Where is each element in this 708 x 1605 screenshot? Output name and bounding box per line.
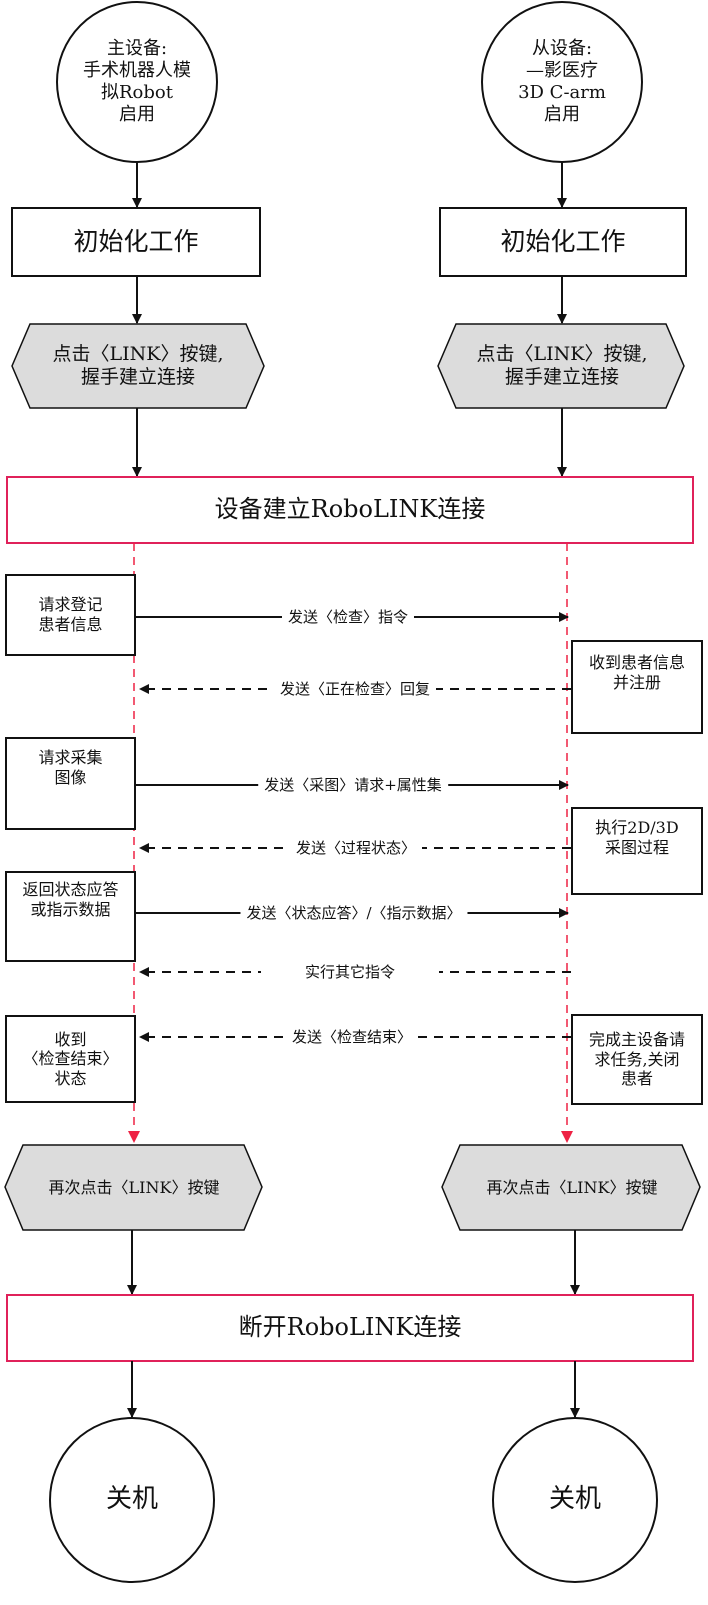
- establish-label: 设备建立RoboLINK连接: [214, 495, 486, 524]
- left-box-3: [5, 1015, 136, 1103]
- relink-hexagon-right: [441, 1144, 701, 1231]
- link-hexagon-left: [11, 323, 265, 409]
- disconnect-box: [6, 1294, 694, 1362]
- left-box-label-2: 返回状态应答 或指示数据: [22, 880, 119, 919]
- message-label-4: 发送〈状态应答〉/〈指示数据〉: [240, 903, 468, 923]
- establish-box: [6, 476, 694, 544]
- init-label-left: 初始化工作: [73, 226, 199, 256]
- start-label-left: 主设备: 手术机器人模 拟Robot 启用: [83, 38, 191, 125]
- message-label-0: 发送〈检查〉指令: [281, 607, 415, 627]
- left-box-label-1: 请求采集 图像: [38, 748, 103, 787]
- init-label-right: 初始化工作: [500, 226, 626, 256]
- right-box-1: [571, 807, 703, 895]
- right-box-2: [571, 1014, 703, 1105]
- relink-label-left: 再次点击〈LINK〉按键: [48, 1177, 220, 1197]
- left-box-0: [5, 574, 136, 656]
- end-label-right: 关机: [548, 1484, 601, 1515]
- end-label-left: 关机: [105, 1484, 158, 1515]
- right-box-label-1: 执行2D/3D 采图过程: [595, 818, 679, 857]
- left-box-1: [5, 737, 136, 830]
- start-label-right: 从设备: —影医疗 3D C-arm 启用: [518, 38, 606, 125]
- link-hexagon-right: [437, 323, 685, 409]
- message-label-1: 发送〈正在检查〉回复: [273, 679, 437, 699]
- message-label-3: 发送〈过程状态〉: [289, 838, 423, 858]
- disconnect-label: 断开RoboLINK连接: [238, 1313, 462, 1342]
- end-circle-left: [49, 1417, 215, 1583]
- link-label-left: 点击〈LINK〉按键, 握手建立连接: [52, 342, 224, 388]
- link-label-right: 点击〈LINK〉按键, 握手建立连接: [476, 342, 648, 388]
- left-box-2: [5, 871, 136, 962]
- message-label-5: 实行其它指令: [260, 962, 440, 982]
- relink-hexagon-left: [4, 1144, 263, 1231]
- init-box-left: [11, 207, 261, 277]
- right-box-label-0: 收到患者信息 并注册: [588, 653, 685, 692]
- right-box-label-2: 完成主设备请 求任务,关闭 患者: [588, 1030, 685, 1089]
- message-label-2: 发送〈采图〉请求+属性集: [258, 775, 448, 795]
- left-box-label-0: 请求登记 患者信息: [38, 595, 103, 634]
- right-box-0: [571, 640, 703, 734]
- relink-label-right: 再次点击〈LINK〉按键: [486, 1177, 658, 1197]
- message-label-6: 发送〈检查结束〉: [285, 1027, 419, 1047]
- end-circle-right: [492, 1417, 658, 1583]
- left-box-label-3: 收到 〈检查结束〉 状态: [22, 1029, 119, 1088]
